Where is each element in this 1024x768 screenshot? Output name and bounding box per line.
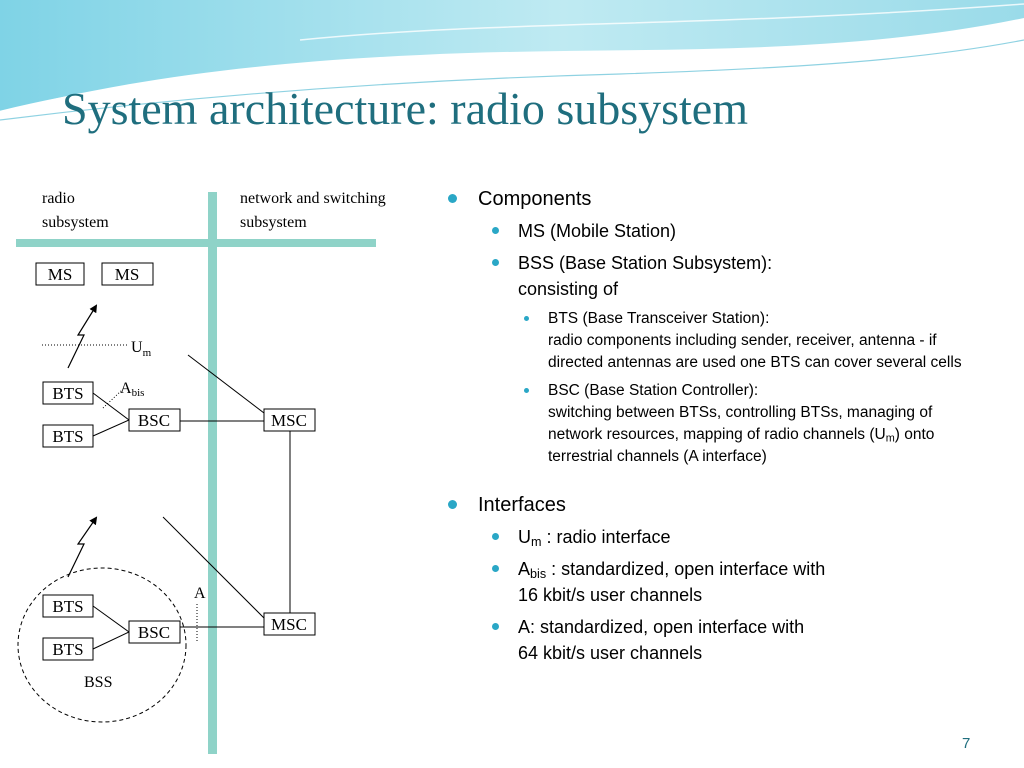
bullet-list: Components MS (Mobile Station) BSS (Base… xyxy=(448,186,1018,672)
bullet-um: Um : radio interface xyxy=(448,524,1018,550)
svg-text:MSC: MSC xyxy=(271,615,307,634)
radio-link-arrow-lower xyxy=(67,516,98,578)
abis-interface-line xyxy=(102,389,123,409)
page-number: 7 xyxy=(962,735,971,752)
network-subsystem-label-line1: network and switching xyxy=(240,190,386,207)
bss-label: BSS xyxy=(84,674,112,691)
bts3-bsc2-link xyxy=(92,605,130,633)
svg-text:BSC: BSC xyxy=(138,411,170,430)
msc2-upper-link xyxy=(162,516,265,619)
horizontal-divider xyxy=(16,239,376,247)
bts-box-2: BTS xyxy=(42,424,94,448)
bullet-bss: BSS (Base Station Subsystem): consisting… xyxy=(448,250,1018,302)
msc-box-2: MSC xyxy=(263,612,316,636)
ms-box-1: MS xyxy=(35,262,85,286)
svg-text:BTS: BTS xyxy=(52,640,83,659)
radio-subsystem-label-line1: radio xyxy=(42,190,75,207)
network-subsystem-label-line2: subsystem xyxy=(240,214,307,231)
bsc-box-1: BSC xyxy=(128,408,181,432)
um-label: Um xyxy=(131,339,152,359)
svg-text:BSC: BSC xyxy=(138,623,170,642)
svg-text:BTS: BTS xyxy=(52,384,83,403)
bullet-dot xyxy=(492,533,499,540)
bullet-dot xyxy=(492,565,499,572)
bts-box-1: BTS xyxy=(42,381,94,405)
radio-link-arrow-upper xyxy=(67,304,98,369)
bullet-bsc: BSC (Base Station Controller): switching… xyxy=(448,380,1018,468)
bsc-box-2: BSC xyxy=(128,620,181,644)
msc1-upper-link xyxy=(187,354,265,414)
bts-box-4: BTS xyxy=(42,637,94,661)
bullet-dot xyxy=(448,500,457,509)
bullet-dot xyxy=(492,623,499,630)
bullet-bts: BTS (Base Transceiver Station): radio co… xyxy=(448,308,1018,374)
radio-subsystem-label-line2: subsystem xyxy=(42,214,109,231)
abis-label: Abis xyxy=(120,380,144,399)
architecture-diagram: radio subsystem network and switching su… xyxy=(16,190,386,754)
bts2-bsc1-link xyxy=(92,419,130,437)
msc-box-1: MSC xyxy=(263,408,316,432)
bullet-dot xyxy=(492,259,499,266)
svg-text:BTS: BTS xyxy=(52,597,83,616)
svg-text:MSC: MSC xyxy=(271,411,307,430)
bss-ellipse xyxy=(17,567,187,723)
slide-title: System architecture: radio subsystem xyxy=(62,83,749,134)
bullet-dot xyxy=(448,194,457,203)
bullet-dot xyxy=(524,316,529,321)
bts-box-3: BTS xyxy=(42,594,94,618)
ms-box-2: MS xyxy=(101,262,154,286)
bts4-bsc2-link xyxy=(92,631,130,650)
svg-text:MS: MS xyxy=(48,265,73,284)
bullet-abis: Abis : standardized, open interface with… xyxy=(448,556,1018,608)
a-interface-label: A xyxy=(194,585,206,602)
vertical-divider xyxy=(208,192,217,754)
bullet-dot xyxy=(524,388,529,393)
svg-text:MS: MS xyxy=(115,265,140,284)
bullet-dot xyxy=(492,227,499,234)
bullet-a: A: standardized, open interface with 64 … xyxy=(448,614,1018,666)
svg-text:BTS: BTS xyxy=(52,427,83,446)
bullet-ms: MS (Mobile Station) xyxy=(448,218,1018,244)
bullet-components: Components xyxy=(448,186,1018,212)
header-wave-decoration xyxy=(0,0,1024,121)
bullet-interfaces: Interfaces xyxy=(448,492,1018,518)
bts1-bsc1-link xyxy=(92,392,130,421)
